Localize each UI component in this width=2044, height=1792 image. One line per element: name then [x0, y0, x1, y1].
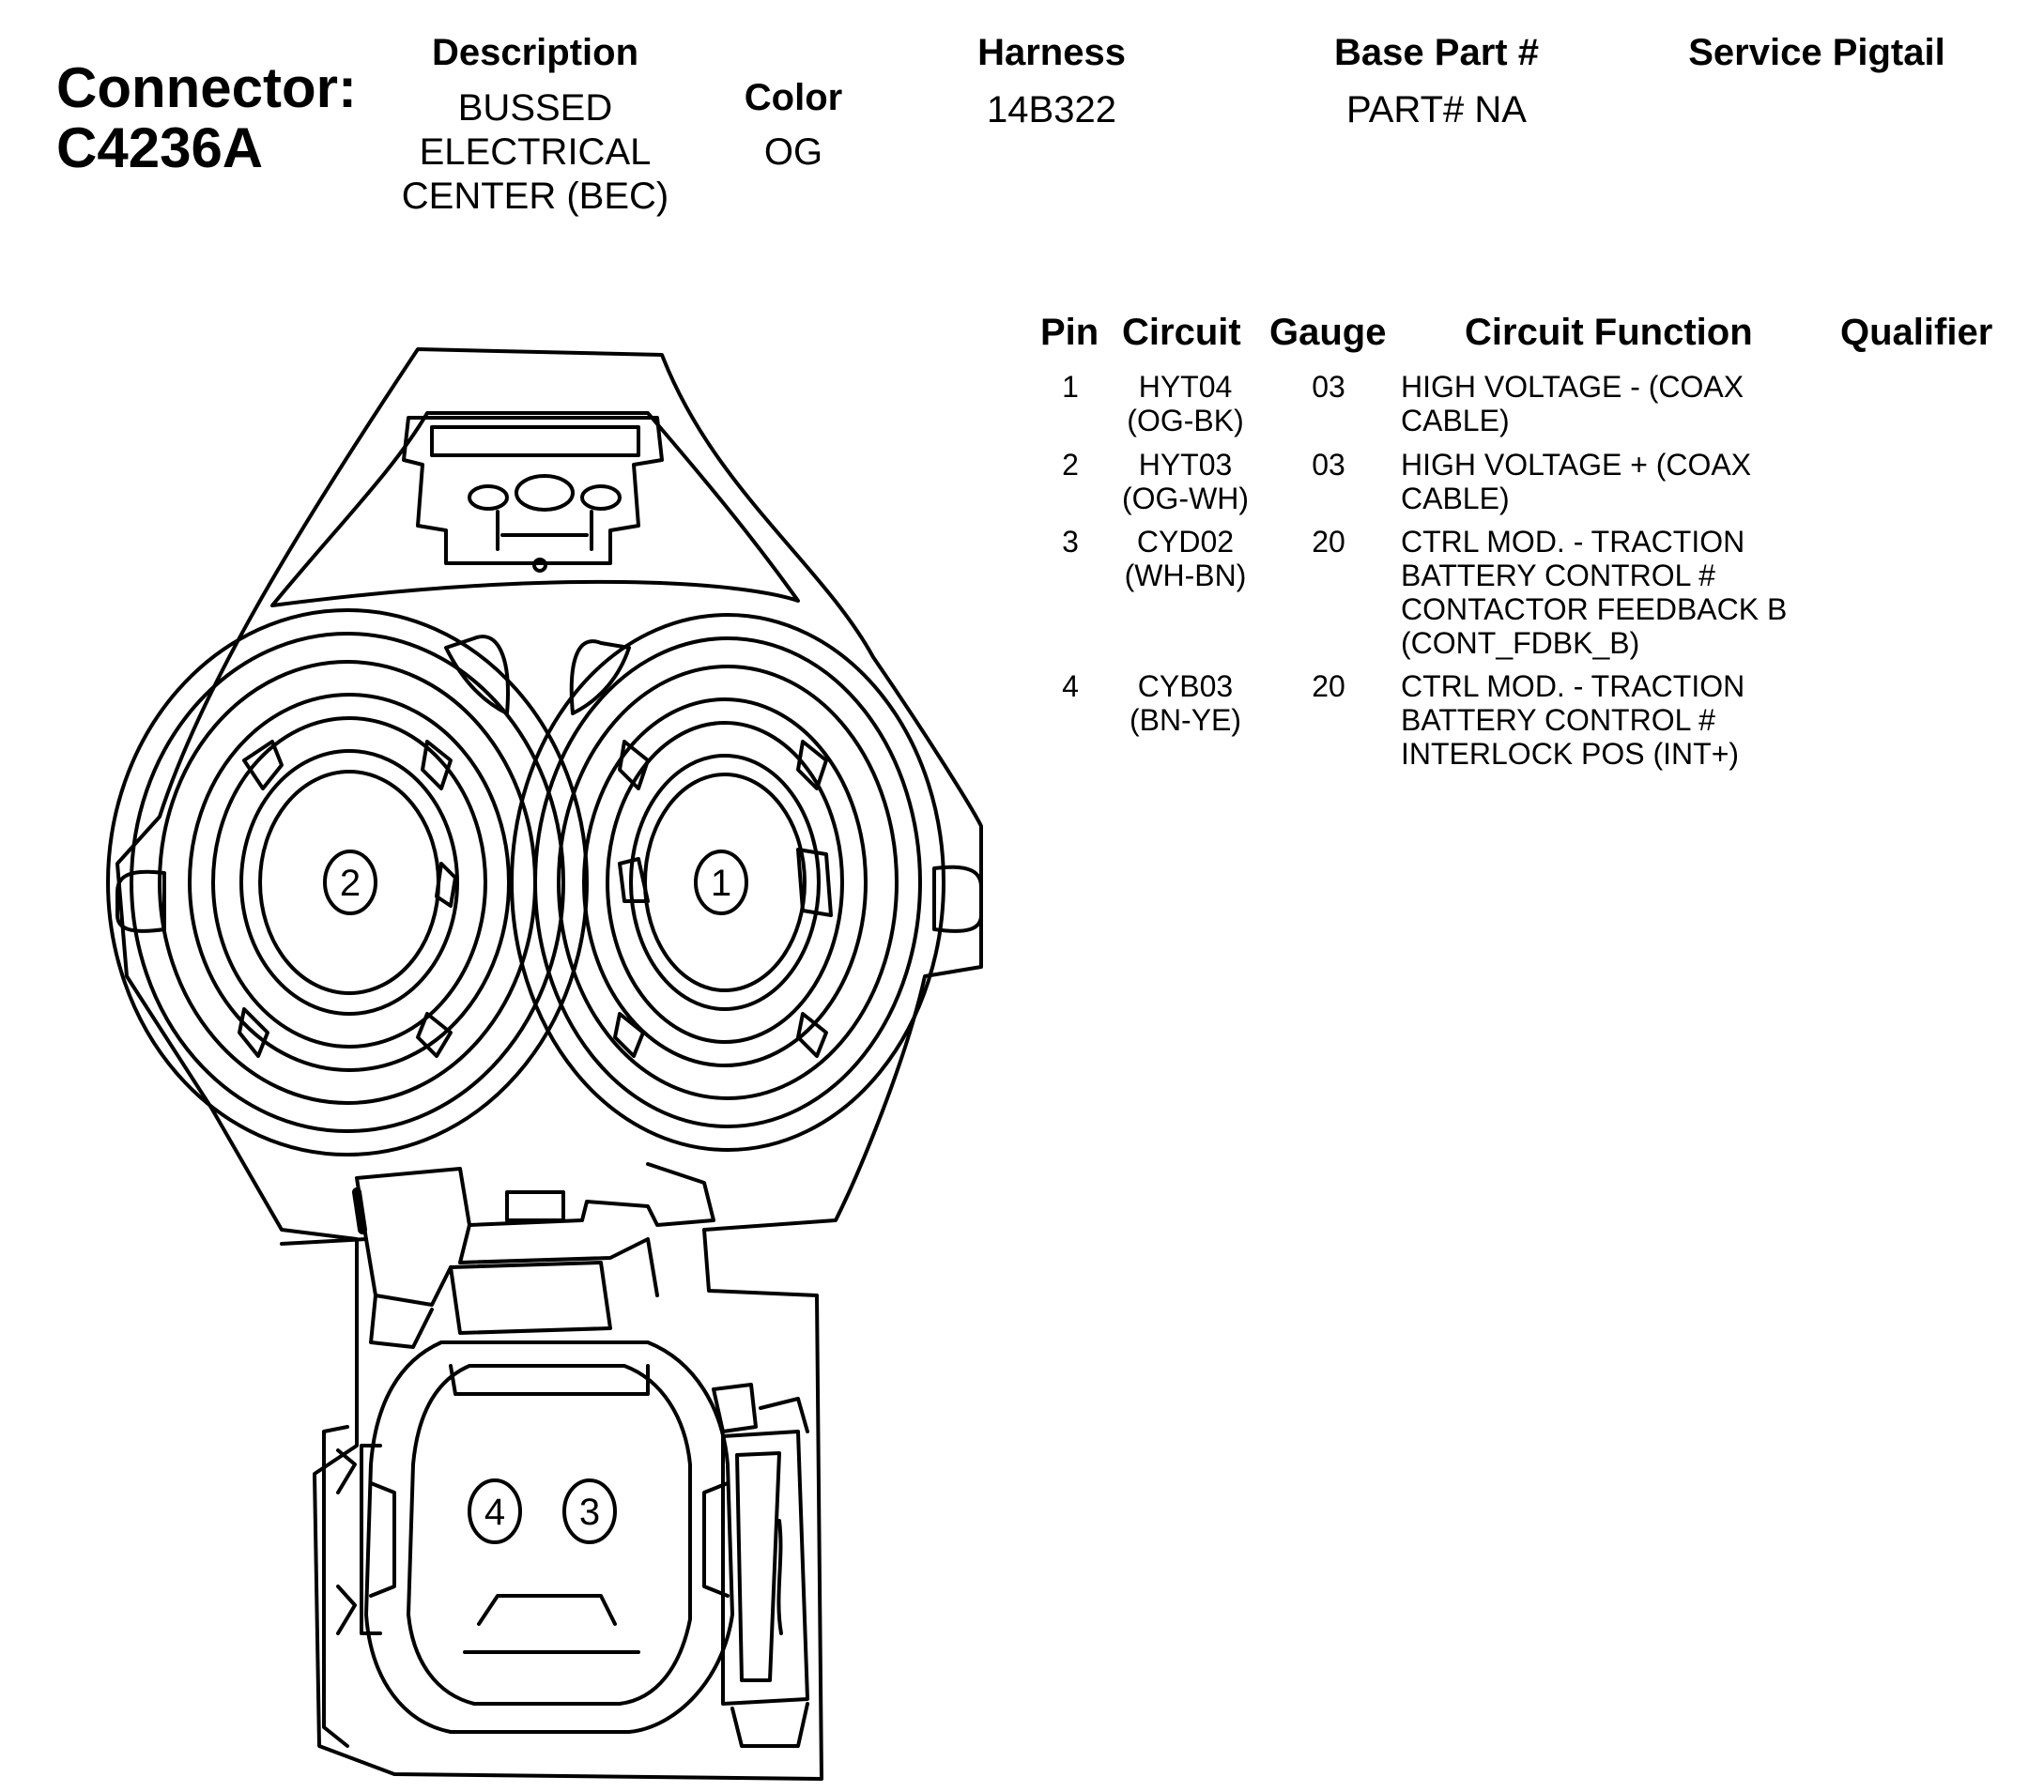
description-line: ELECTRICAL — [419, 131, 652, 173]
function-line: CTRL MOD. - TRACTION — [1401, 525, 1745, 559]
row3-function: CTRL MOD. - TRACTION BATTERY CONTROL # C… — [1401, 525, 1787, 660]
function-line: (CONT_FDBK_B) — [1401, 626, 1640, 660]
base-part-value: PART# NA — [1346, 89, 1527, 130]
pin-label-3: 3 — [579, 1492, 600, 1533]
row1-pin: 1 — [1062, 370, 1079, 404]
circuit-code: HYT04 — [1138, 370, 1233, 404]
housing-outline — [115, 347, 983, 1781]
row2-circuit: HYT03 (OG-WH) — [1108, 448, 1263, 515]
connector-face-diagram: 2 1 4 3 — [106, 347, 983, 1781]
row1-circuit: HYT04 (OG-BK) — [1108, 370, 1263, 437]
middle-bridge — [280, 1162, 715, 1297]
pin-callout-1 — [694, 850, 748, 915]
row3-pin: 3 — [1062, 525, 1079, 559]
latch-block — [402, 416, 664, 565]
color-value: OG — [763, 131, 823, 173]
color-header: Color — [744, 77, 843, 118]
row4-function: CTRL MOD. - TRACTION BATTERY CONTROL # I… — [1401, 669, 1744, 771]
service-pigtail-header: Service Pigtail — [1688, 32, 1945, 73]
circuit-color: (OG-WH) — [1121, 482, 1250, 515]
pin-callout-3 — [562, 1478, 617, 1544]
function-line: INTERLOCK POS (INT+) — [1401, 737, 1740, 771]
description-value: BUSSED ELECTRICAL CENTER (BEC) — [376, 86, 695, 219]
function-line: HIGH VOLTAGE - (COAX — [1401, 370, 1744, 404]
col-header-gauge: Gauge — [1269, 312, 1387, 353]
function-line: BATTERY CONTROL # — [1401, 703, 1715, 737]
circuit-color: (WH-BN) — [1124, 559, 1247, 592]
col-header-qualifier: Qualifier — [1840, 312, 1993, 353]
harness-value: 14B322 — [987, 89, 1116, 130]
row2-gauge: 03 — [1312, 448, 1345, 482]
pin2-ring-outer — [106, 608, 589, 1156]
description-header: Description — [431, 32, 639, 73]
circuit-color: (OG-BK) — [1127, 404, 1244, 437]
pin-label-1: 1 — [711, 863, 731, 904]
right-ear — [932, 865, 983, 933]
row1-function: HIGH VOLTAGE - (COAX CABLE) — [1401, 370, 1744, 437]
description-line: CENTER (BEC) — [401, 176, 669, 217]
row2-function: HIGH VOLTAGE + (COAX CABLE) — [1401, 448, 1751, 515]
function-line: CONTACTOR FEEDBACK B — [1401, 592, 1788, 626]
pin-label-2: 2 — [340, 863, 361, 904]
pin-callout-4 — [468, 1478, 522, 1544]
circuit-code: CYD02 — [1136, 525, 1235, 559]
row2-pin: 2 — [1062, 448, 1079, 482]
base-part-header: Base Part # — [1334, 32, 1539, 73]
connector-title: Connector: C4236A — [56, 58, 357, 178]
pin-label-4: 4 — [484, 1492, 505, 1533]
function-line: CABLE) — [1401, 482, 1510, 515]
pin1-ring-outer — [510, 613, 945, 1152]
row3-circuit: CYD02 (WH-BN) — [1108, 525, 1263, 592]
row3-gauge: 20 — [1312, 525, 1345, 559]
harness-header: Harness — [977, 32, 1126, 73]
connector-id: C4236A — [56, 116, 264, 179]
row4-gauge: 20 — [1312, 669, 1345, 703]
pin-callout-2 — [323, 850, 377, 915]
description-line: BUSSED — [457, 87, 613, 129]
lower-cavity-outer — [364, 1340, 734, 1734]
col-header-pin: Pin — [1040, 312, 1099, 353]
function-line: CABLE) — [1401, 404, 1510, 437]
function-line: HIGH VOLTAGE + (COAX — [1401, 448, 1752, 482]
circuit-code: CYB03 — [1137, 669, 1234, 703]
top-inner-shell — [270, 411, 800, 607]
function-line: BATTERY CONTROL # — [1401, 559, 1715, 592]
circuit-code: HYT03 — [1138, 448, 1233, 482]
row4-pin: 4 — [1062, 669, 1079, 703]
col-header-circuit-function: Circuit Function — [1465, 312, 1753, 353]
circuit-color: (BN-YE) — [1129, 703, 1242, 737]
left-ear — [115, 869, 166, 933]
lower-latch — [712, 1383, 809, 1706]
connector-label: Connector: — [56, 56, 357, 119]
row4-circuit: CYB03 (BN-YE) — [1108, 669, 1263, 737]
function-line: CTRL MOD. - TRACTION — [1401, 669, 1745, 703]
col-header-circuit: Circuit — [1122, 312, 1241, 353]
row1-gauge: 03 — [1312, 370, 1345, 404]
